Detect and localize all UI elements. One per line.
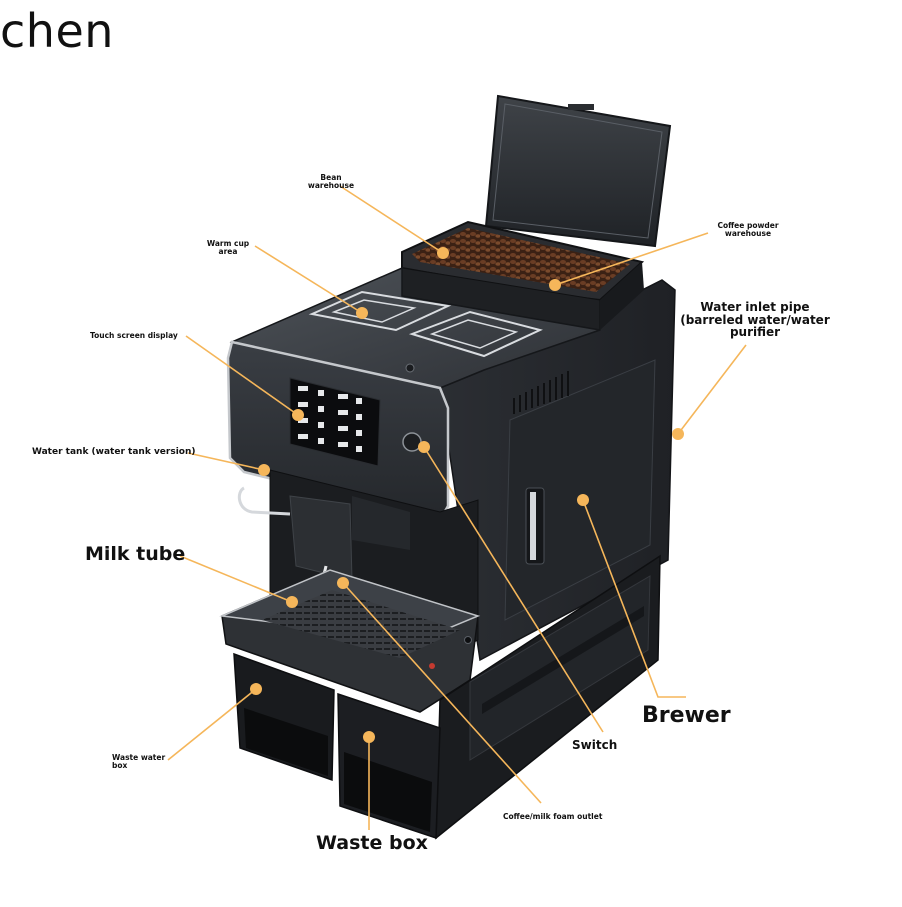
label-waste-water-box: Waste water box (112, 754, 165, 770)
leader-line-bean-warehouse (339, 185, 444, 254)
callout-dot-coffee-powder-warehouse (549, 279, 561, 291)
label-warm-cup-area: Warm cup area (202, 240, 254, 256)
callout-dot-switch (418, 441, 430, 453)
bean-hopper-lid[interactable] (484, 94, 672, 248)
label-line: warehouse (307, 180, 355, 190)
leader-line-coffee-powder-warehouse (554, 232, 709, 286)
machine-base (435, 554, 661, 840)
callout-dot-waste-water-box (250, 683, 262, 695)
callout-dot-water-inlet-pipe (672, 428, 684, 440)
label-line: Water inlet pipe (700, 300, 810, 314)
callout-dot-water-tank (258, 464, 270, 476)
label-water-tank: Water tank (water tank version) (32, 447, 196, 457)
touch-screen-icon[interactable] (289, 377, 381, 467)
label-line: area (218, 246, 238, 256)
leader-line-warm-cup-area (254, 245, 363, 314)
drip-tray[interactable] (219, 569, 481, 713)
label-line: Coffee powder (717, 221, 779, 230)
leader-line-coffee-milk-foam-outlet (342, 582, 542, 804)
label-switch: Switch (572, 738, 618, 752)
label-bean-warehouse: Bean warehouse (306, 174, 356, 190)
leader-line-touch-screen-display (185, 335, 299, 416)
label-line: Bean (320, 173, 342, 182)
label-line: box (112, 760, 128, 770)
label-milk-tube: Milk tube (85, 543, 186, 565)
side-vent (513, 371, 569, 414)
callout-dots (250, 247, 684, 743)
label-touch-screen-display: Touch screen display (90, 331, 178, 340)
label-coffee-powder-warehouse: Coffee powder warehouse (708, 222, 788, 238)
callout-dot-waste-box (363, 731, 375, 743)
callout-dot-brewer (577, 494, 589, 506)
leader-line-water-inlet-pipe (677, 344, 747, 435)
leader-line-water-tank (187, 452, 265, 471)
waste-box-drawer[interactable] (337, 692, 441, 840)
callout-dot-bean-warehouse (437, 247, 449, 259)
label-line: Waste water (112, 753, 166, 762)
callout-dot-warm-cup-area (356, 307, 368, 319)
callout-dot-touch-screen-display (292, 409, 304, 421)
label-water-inlet-pipe: Water inlet pipe (barreled water/water p… (680, 301, 830, 339)
brand-watermark: chen (0, 4, 114, 58)
label-waste-box: Waste box (316, 832, 428, 854)
leader-line-waste-water-box (167, 688, 257, 761)
label-brewer: Brewer (642, 703, 731, 728)
callout-dot-coffee-milk-foam-outlet (337, 577, 349, 589)
leader-line-brewer (582, 499, 686, 698)
callout-leaders (167, 185, 747, 830)
label-line: (barreled water/water (680, 312, 830, 327)
leader-line-milk-tube (179, 555, 293, 603)
label-line: purifier (729, 325, 781, 340)
label-line: warehouse (724, 228, 772, 238)
label-line: Warm cup (206, 239, 250, 248)
leader-line-switch (423, 446, 604, 733)
label-coffee-milk-foam-outlet: Coffee/milk foam outlet (503, 812, 603, 821)
callout-dot-milk-tube (286, 596, 298, 608)
